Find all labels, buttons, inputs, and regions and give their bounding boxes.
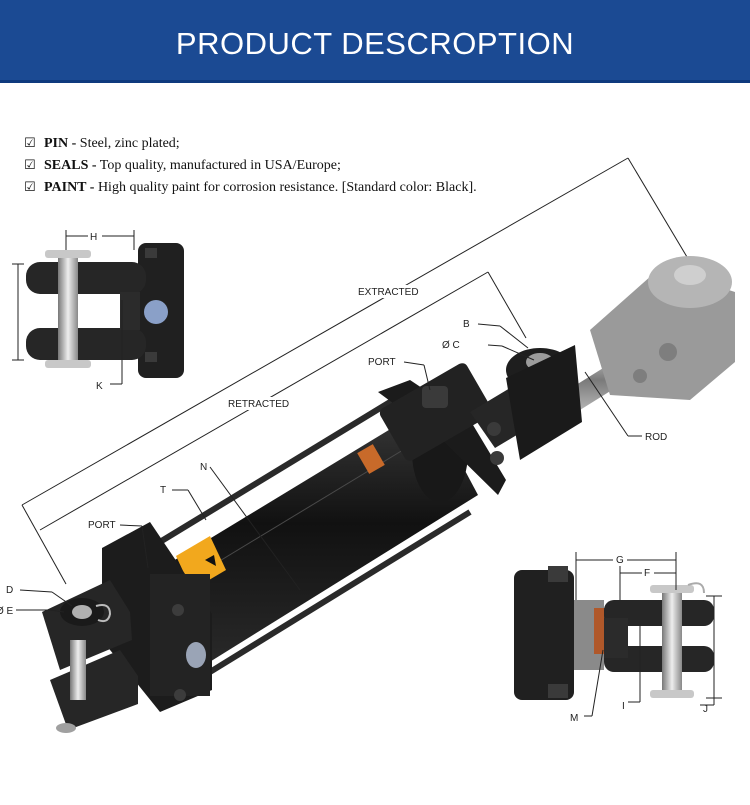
checkbox-icon: ☑	[24, 136, 36, 151]
rear-clevis-lower	[50, 650, 138, 730]
feature-text: Steel, zinc plated;	[76, 136, 180, 151]
label-port-top: PORT	[368, 357, 396, 368]
inset-port	[144, 300, 168, 324]
feature-item-paint: ☑ PAINT - High quality paint for corrosio…	[24, 177, 477, 199]
dim-label-i: I	[622, 701, 625, 712]
label-b: B	[463, 319, 470, 330]
inset-clevis-lower-arm	[604, 646, 714, 672]
inset-clevis-upper-arm	[604, 600, 714, 626]
main-cylinder	[42, 345, 582, 733]
inset-clevis-upper	[26, 262, 146, 294]
extended-rod-assembly	[560, 256, 735, 415]
cylinder-drawing: H K EXTRACTED RETRACTED	[0, 157, 735, 733]
inset-pin	[58, 250, 78, 368]
dim-label-extracted: EXTRACTED	[358, 287, 419, 298]
callouts: PORT B Ø C ROD N T PORT D Ø E	[0, 319, 667, 617]
label-rod: ROD	[645, 432, 667, 443]
extracted-line	[21, 157, 629, 506]
port-fitting-top	[422, 386, 448, 408]
label-t: T	[160, 485, 166, 496]
label-port-bottom: PORT	[88, 520, 116, 531]
header-divider	[0, 80, 750, 83]
brand-decal	[357, 444, 385, 474]
header-band	[0, 0, 750, 80]
feature-item-pin: ☑ PIN - Steel, zinc plated;	[24, 133, 477, 155]
inset-clevis-top: H K	[12, 229, 184, 392]
label-d: D	[6, 585, 13, 596]
label-e: Ø E	[0, 606, 14, 617]
checkbox-icon: ☑	[24, 180, 36, 195]
dim-label-g: G	[616, 555, 624, 566]
header: PRODUCT DESCROPTION	[0, 0, 750, 92]
label-n: N	[200, 462, 207, 473]
dim-label-h: H	[90, 232, 97, 243]
dim-label-k: K	[96, 381, 103, 392]
dim-label-m: M	[570, 713, 578, 724]
checkbox-icon: ☑	[24, 158, 36, 173]
page-title: PRODUCT DESCROPTION	[175, 26, 575, 61]
dim-label-f: F	[644, 568, 650, 579]
inset-rod-cap	[514, 570, 574, 700]
feature-list: ☑ PIN - Steel, zinc plated; ☑ SEALS - Top …	[24, 133, 477, 199]
cap-port	[186, 642, 206, 668]
feature-key: PAINT -	[44, 180, 95, 195]
feature-key: PIN -	[44, 136, 77, 151]
feature-item-seals: ☑ SEALS - Top quality, manufactured in US…	[24, 155, 477, 177]
feature-text: Top quality, manufactured in USA/Europe;	[96, 158, 341, 173]
label-c: Ø C	[442, 340, 460, 351]
lynch-pin-icon	[95, 604, 112, 623]
feature-key: SEALS -	[44, 158, 97, 173]
dim-label-j: J	[703, 704, 708, 715]
feature-text: High quality paint for corrosion resista…	[94, 180, 477, 195]
dim-label-retracted: RETRACTED	[228, 399, 289, 410]
inset-clevis-lower	[26, 328, 146, 360]
overall-dimensions: EXTRACTED RETRACTED	[21, 157, 691, 585]
cylinder-barrel	[150, 405, 478, 668]
inset-rod-pin	[662, 585, 682, 697]
rear-pin	[72, 605, 92, 619]
inset-clevis-bottom: G F J I M	[514, 552, 722, 724]
